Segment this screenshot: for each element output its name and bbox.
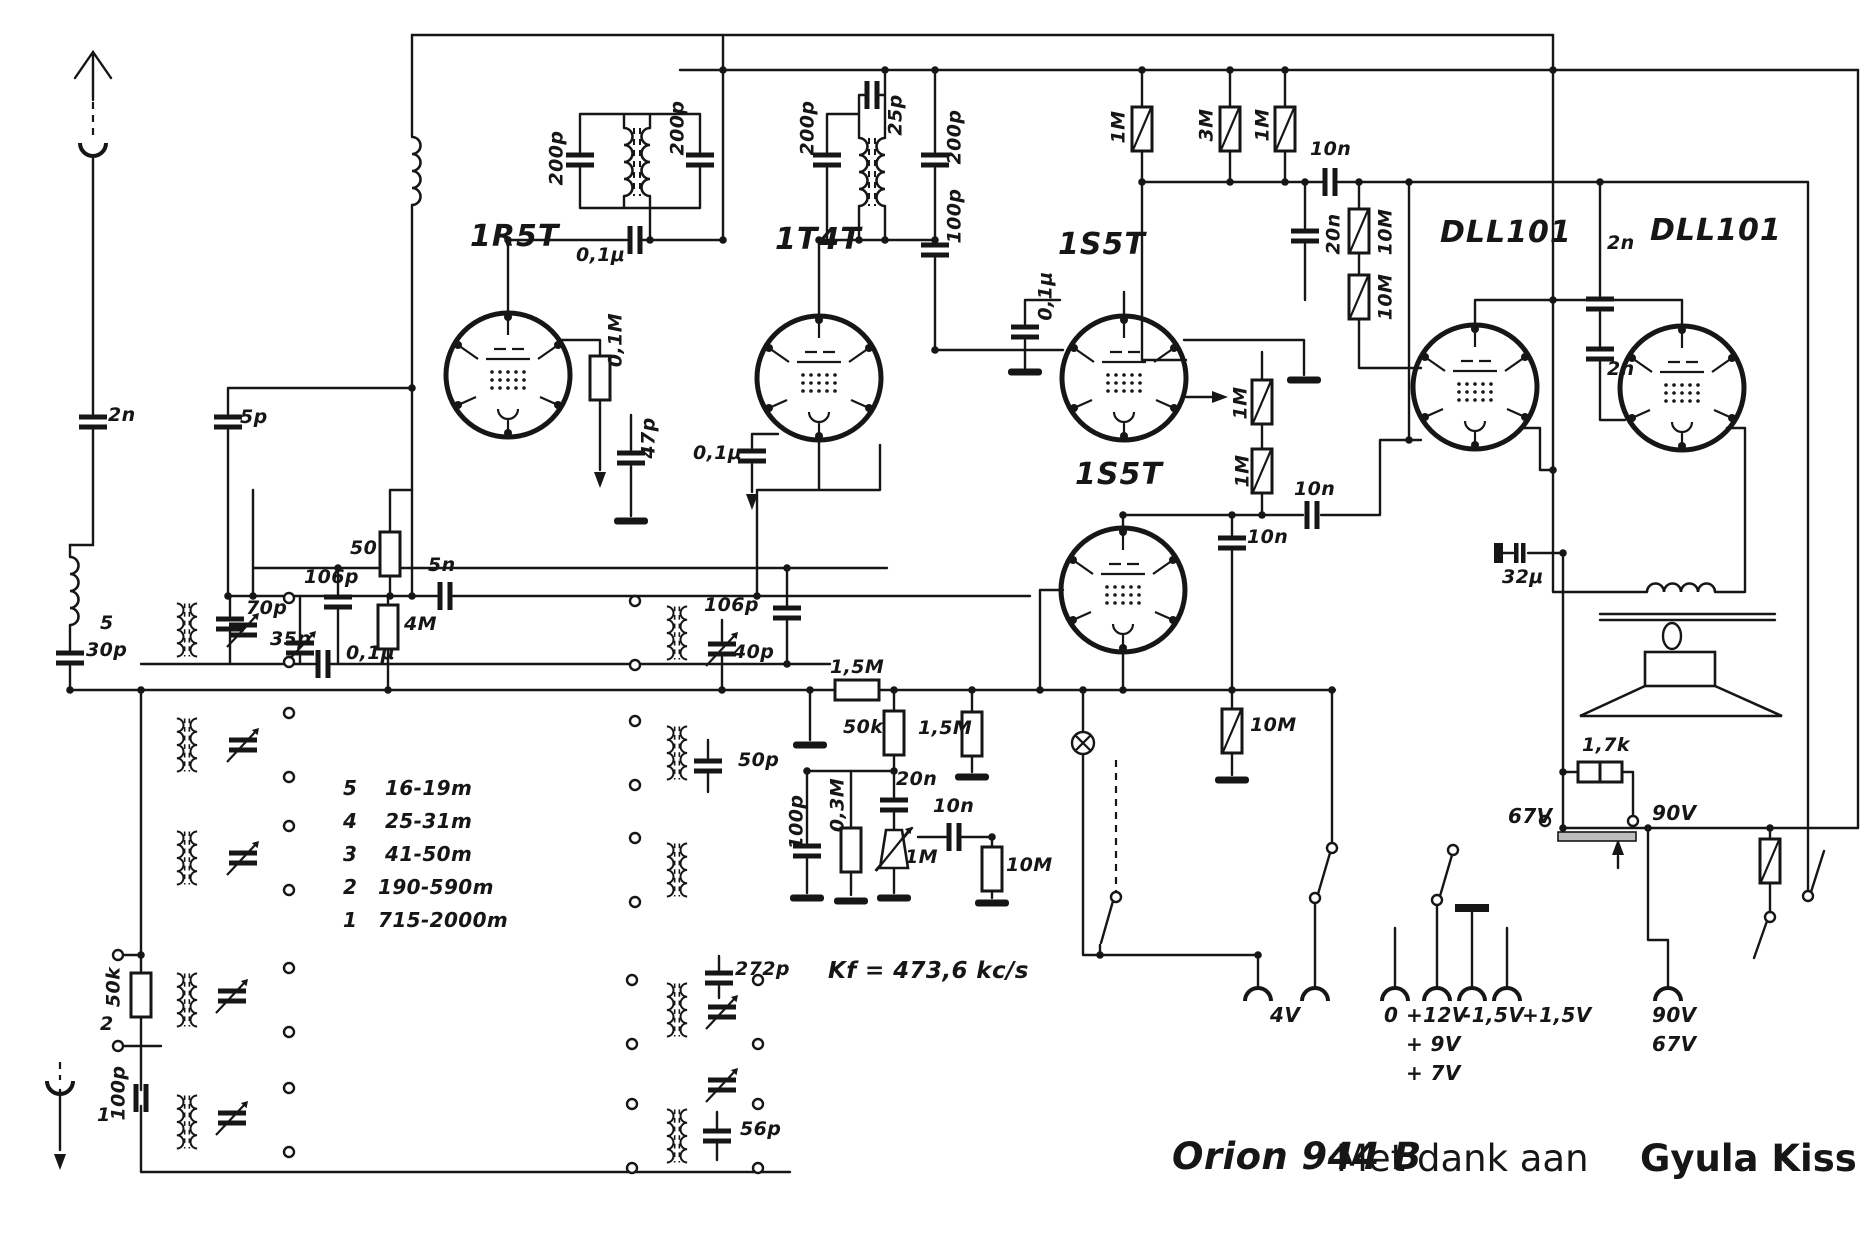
cap-272p-label: 272p [735, 958, 790, 980]
terminal-plus7v-label: + 7V [1406, 1061, 1461, 1085]
terminal-90v-label: 90V [1652, 1003, 1697, 1027]
res-03m-label: 0,3M [826, 777, 849, 833]
cap-50p-label: 50p [738, 749, 780, 771]
band-row-2-num: 2 [343, 875, 358, 899]
cap-35p-label: 35p [270, 628, 312, 650]
res-50-label: 50 [350, 537, 378, 559]
res-15m-b-label: 1,5M [918, 717, 973, 739]
band-row-5-num: 5 [343, 776, 358, 800]
credit-text: Met dank aan [1336, 1137, 1589, 1180]
cap-70p-label: 70p [246, 597, 288, 619]
terminal-minus15v-label: -1,5V [1463, 1003, 1525, 1027]
res-10m-b-label: 10M [1374, 273, 1397, 321]
band-row-5-range: 16-19m [385, 776, 473, 800]
tube-label-1r5t: 1R5T [470, 219, 560, 254]
band-row-1-num: 1 [343, 908, 358, 932]
cap-01u-d-label: 0,1μ [1034, 271, 1057, 321]
terminal-plus9v-label: + 9V [1406, 1032, 1461, 1056]
cap-10n-d-label: 10n [933, 795, 975, 817]
cap-25p-label: 25p [884, 94, 907, 136]
band-row-1-range: 715-2000m [378, 908, 509, 932]
res-1m-d-label: 1M [1231, 454, 1254, 488]
tube-label-1t4t: 1T4T [775, 222, 862, 257]
cap-2n-a-label: 2n [1607, 232, 1635, 254]
cap-200p-b-label: 200p [666, 100, 689, 156]
band-row-2-range: 190-590m [378, 875, 494, 899]
band-5-coil-label: 5 [100, 612, 114, 634]
cap-100p-a-label: 100p [943, 188, 966, 244]
cap-2n-antenna-label: 2n [108, 404, 136, 426]
band-2-coil-label: 2 [100, 1013, 114, 1035]
cap-10n-c-label: 10n [1247, 526, 1289, 548]
credit-name: Gyula Kiss [1640, 1137, 1857, 1180]
cap-100p-c-label: 100p [107, 1065, 130, 1121]
cap-106p-b-label: 106p [704, 594, 759, 616]
cap-01u-c-label: 0,1μ [693, 442, 743, 464]
cap-20n-b-label: 20n [896, 768, 938, 790]
res-01m-label: 0,1M [604, 312, 627, 368]
res-3m-label: 3M [1195, 108, 1218, 142]
cap-01u-b-label: 0,1μ [576, 244, 626, 266]
tube-label-dll101-1: DLL101 [1440, 215, 1572, 250]
res-10m-c-label: 10M [1006, 854, 1053, 876]
voltage-90v-label: 90V [1652, 801, 1697, 825]
res-10m-d-label: 10M [1250, 714, 1297, 736]
cap-200p-a-label: 200p [545, 130, 568, 186]
band-row-3-num: 3 [343, 842, 358, 866]
if-frequency-note: Kf = 473,6 kc/s [828, 958, 1029, 984]
tube-label-1s5t-if: 1S5T [1058, 227, 1146, 262]
cap-10n-a-label: 10n [1310, 138, 1352, 160]
res-1m-b-label: 1M [1251, 108, 1274, 142]
cap-5p-label: 5p [240, 406, 268, 428]
tube-label-1s5t-af: 1S5T [1075, 457, 1163, 492]
cap-01u-a-label: 0,1μ [346, 642, 396, 664]
band-row-4-num: 4 [343, 809, 358, 833]
cap-10n-b-label: 10n [1294, 478, 1336, 500]
terminal-plus15v-label: +1,5V [1522, 1003, 1592, 1027]
cap-32u-label: 32μ [1502, 566, 1544, 588]
cap-40p-label: 40p [733, 641, 775, 663]
res-17k-label: 1,7k [1582, 734, 1630, 756]
terminal-67v-label: 67V [1652, 1032, 1697, 1056]
cap-56p-label: 56p [740, 1118, 782, 1140]
band-row-4-range: 25-31m [385, 809, 473, 833]
terminal-4v-label: 4V [1270, 1003, 1301, 1027]
cap-106p-a-label: 106p [304, 566, 359, 588]
cap-47p-label: 47p [637, 417, 660, 459]
terminal-plus12v-label: +12V [1406, 1003, 1468, 1027]
res-4m-label: 4M [404, 613, 437, 635]
schematic-model-title: Orion 944 B [1172, 1135, 1422, 1178]
terminal-0-label: 0 [1384, 1003, 1399, 1027]
res-50k-b-label: 50k [843, 716, 884, 738]
pot-1m-label: 1M [905, 846, 938, 868]
cap-2n-b-label: 2n [1607, 358, 1635, 380]
cap-30p-label: 30p [86, 639, 128, 661]
res-10m-a-label: 10M [1374, 208, 1397, 256]
res-1m-a-label: 1M [1107, 110, 1130, 144]
voltage-67v-label: 67V [1508, 804, 1553, 828]
band-1-coil-label: 1 [97, 1104, 111, 1126]
cap-20n-a-label: 20n [1322, 213, 1345, 255]
cap-200p-d-label: 200p [943, 109, 966, 165]
res-15m-a-label: 1,5M [830, 656, 885, 678]
cap-5n-label: 5n [428, 554, 456, 576]
tube-label-dll101-2: DLL101 [1650, 213, 1782, 248]
res-1m-c-label: 1M [1229, 386, 1252, 420]
cap-200p-c-label: 200p [796, 100, 819, 156]
res-50k-a-label: 50k [102, 966, 125, 1008]
band-row-3-range: 41-50m [385, 842, 473, 866]
cap-100p-b-label: 100p [785, 794, 808, 850]
